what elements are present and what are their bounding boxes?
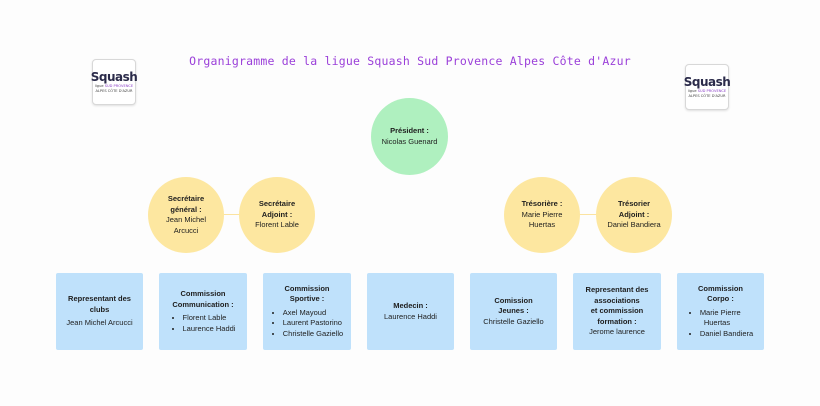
representant-clubs-box: Representant des clubs Jean Michel Arcuc…	[56, 273, 143, 350]
tresoriere-node: Trésorière : Marie Pierre Huertas	[504, 177, 580, 253]
list-item: Axel Mayoud	[283, 308, 343, 319]
president-node: Président : Nicolas Guenard	[371, 98, 448, 175]
representant-associations-box: Representant des associations et commiss…	[573, 273, 661, 350]
node-name: Nicolas Guenard	[381, 136, 438, 146]
secretaire-general-node: Secrétaire général : Jean Michel Arcucci	[148, 177, 224, 253]
logo-subtitle-line2: ALPES CÔTE D'AZUR	[688, 93, 726, 98]
logo-subtitle-line2: ALPES CÔTE D'AZUR	[95, 88, 133, 93]
connector-secretaires	[223, 214, 241, 215]
logo-word: Squash	[90, 70, 138, 85]
secretaire-adjoint-node: Secrétaire Adjoint : Florent Lable	[239, 177, 315, 253]
list-item: Florent Lable	[183, 313, 236, 324]
list-item: Laurence Haddi	[183, 324, 236, 335]
connector-tresoriers	[578, 214, 598, 215]
logo-subtitle-line1: ligue SUD PROVENCE	[687, 89, 727, 94]
logo-word: Squash	[683, 75, 731, 90]
commission-communication-box: Commission Communication : Florent Lable…	[159, 273, 247, 350]
list-item: Daniel Bandiera	[700, 329, 753, 340]
tresorier-adjoint-node: Trésorier Adjoint : Daniel Bandiera	[596, 177, 672, 253]
list-item: Laurent Pastorino	[283, 318, 343, 329]
list-item: Christelle Gaziello	[283, 329, 343, 340]
commission-sportive-box: Commission Sportive : Axel Mayoud Lauren…	[263, 273, 351, 350]
commission-jeunes-box: Comission Jeunes : Christelle Gaziello	[470, 273, 557, 350]
logo-right: Squash ligue SUD PROVENCE ALPES CÔTE D'A…	[683, 64, 731, 110]
members-list: Florent Lable Laurence Haddi	[171, 313, 236, 334]
node-role: Président :	[390, 126, 429, 135]
medecin-box: Medecin : Laurence Haddi	[367, 273, 454, 350]
diagram-title: Organigramme de la ligue Squash Sud Prov…	[189, 54, 631, 68]
logo-left: Squash ligue SUD PROVENCE ALPES CÔTE D'A…	[90, 59, 138, 105]
logo-subtitle-line1: ligue SUD PROVENCE	[94, 84, 134, 89]
members-list: Axel Mayoud Laurent Pastorino Christelle…	[271, 308, 343, 340]
